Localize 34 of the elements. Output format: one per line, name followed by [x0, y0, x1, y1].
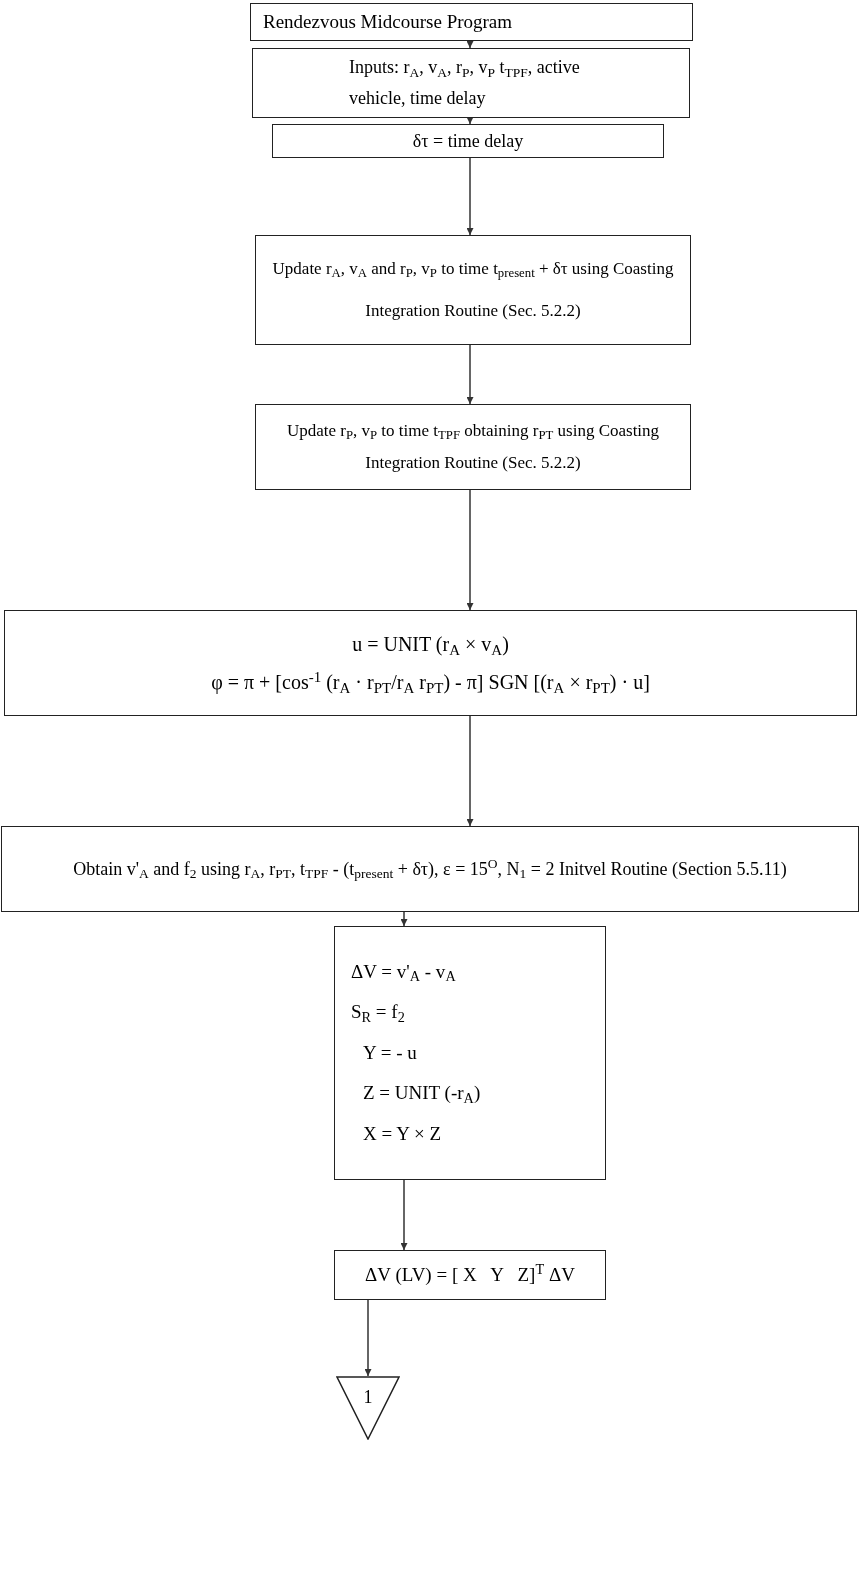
process-box — [255, 404, 691, 490]
box-text: Obtain v'$_{A}$ and f$_{2}$ using r$_{A}$, r$_{PT}$, t$_{TPF}$ - (t$_{present}$ + δτ), ε = 15$^{O}$, N$_{1}$ = 2 Initvel Routine (Section 5.5.11) — [73, 855, 787, 884]
process-box — [272, 124, 664, 158]
arrow — [466, 344, 474, 405]
arrow — [400, 911, 408, 927]
arrow — [364, 1299, 372, 1377]
arrow — [466, 489, 474, 611]
process-box — [255, 235, 691, 345]
arrow — [466, 715, 474, 827]
process-box — [250, 3, 693, 41]
box-text: ΔV = v'$_{A}$ - v$_{A}$ — [351, 959, 456, 987]
box-text: Update r$_{P}$, v$_{P}$ to time t$_{TPF}$ obtaining r$_{PT}$ using Coasting Integration Routine (Sec. 5.2.2) — [285, 419, 661, 474]
arrow — [466, 117, 474, 125]
arrow — [400, 1179, 408, 1251]
box-text: X = Y × Z — [362, 1121, 442, 1146]
box-text: Y = - u — [362, 1040, 417, 1065]
box-text: δτ = time delay — [412, 129, 524, 153]
box-text: Inputs: r$_{A}$, v$_{A}$, r$_{P}$, v$_{P}$ t$_{TPF}$, active vehicle, time delay — [349, 56, 581, 110]
box-text: ΔV (LV) = [ X Y Z]$^{T}$ ΔV — [365, 1260, 575, 1287]
arrow — [466, 40, 474, 49]
box-text: Z = UNIT (-r$_{A}$) — [362, 1081, 481, 1108]
box-text: Update r$_{A}$, v$_{A}$ and r$_{P}$, v$_{P}$ to time t$_{present}$ + δτ using Coasting Integration Routine (Sec. 5.2.2) — [271, 257, 675, 322]
process-box — [252, 48, 690, 118]
arrow — [466, 157, 474, 236]
connector-number: 1 — [363, 1386, 373, 1409]
box-text: φ = π + [cos$^{-1}$ (r$_{A}$ · r$_{PT}$/r$_{A}$ r$_{PT}$) - π] SGN [(r$_{A}$ × r$_{PT}$) · u] — [211, 667, 650, 697]
process-box — [4, 610, 857, 716]
box-text: S$_{R}$ = f$_{2}$ — [351, 1000, 405, 1027]
process-box — [1, 826, 859, 912]
connector-triangle — [336, 1376, 400, 1440]
process-box — [334, 926, 606, 1180]
box-text: u = UNIT (r$_{A}$ × v$_{A}$) — [352, 632, 509, 659]
process-box — [334, 1250, 606, 1300]
box-text: Rendezvous Midcourse Program — [263, 9, 513, 34]
